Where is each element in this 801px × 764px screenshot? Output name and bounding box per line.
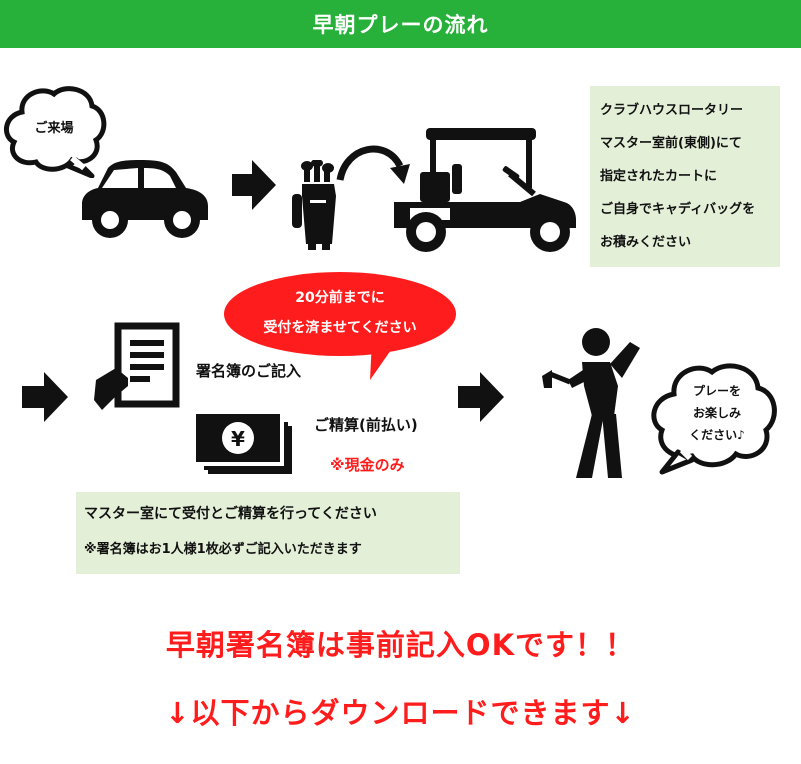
reception-instructions-line: マスター室にて受付とご精算を行ってください xyxy=(84,506,377,522)
document-form-icon xyxy=(94,322,180,410)
enjoy-bubble-line: プレーを xyxy=(692,384,741,398)
page-title: 早朝プレーの流れ xyxy=(0,0,801,48)
thought-bubble-icon xyxy=(4,86,107,178)
reception-instructions-line: ※署名簿はお1人様1枚必ずご記入いただきます xyxy=(84,542,362,557)
cart-instructions-line: 指定されたカートに xyxy=(600,169,718,184)
enjoy-bubble-text: プレーを お楽しみ ください♪ xyxy=(662,380,772,446)
download-notice[interactable]: ↓以下からダウンロードできます↓ xyxy=(165,696,636,730)
enjoy-bubble-line: ください♪ xyxy=(689,428,745,442)
golfer-icon xyxy=(542,328,640,478)
yen-icon: ¥ xyxy=(231,427,245,451)
cash-only-note: ※現金のみ xyxy=(330,456,405,474)
car-icon xyxy=(82,160,208,238)
register-label: 署名簿のご記入 xyxy=(196,362,302,380)
arrival-bubble-text: ご来場 xyxy=(34,121,74,136)
payment-label: ご精算(前払い) xyxy=(314,416,418,434)
golf-cart-icon xyxy=(394,128,576,252)
thought-bubble-icon xyxy=(651,363,777,475)
callout-bubble xyxy=(224,272,456,380)
golf-bag-icon xyxy=(292,160,336,250)
enjoy-bubble-line: お楽しみ xyxy=(692,406,741,420)
curved-arrow-icon xyxy=(336,145,410,184)
arrow-right-icon xyxy=(458,372,504,422)
arrow-right-icon xyxy=(232,160,276,210)
cart-instructions-line: お積みください xyxy=(600,235,692,250)
deadline-callout: 20分前までに 受付を済ませてください xyxy=(232,283,448,343)
reception-instructions-box: マスター室にて受付とご精算を行ってください ※署名簿はお1人様1枚必ずご記入いた… xyxy=(76,492,460,574)
cart-instructions-line: マスター室前(東側)にて xyxy=(600,136,742,151)
money-bills-icon xyxy=(196,414,292,474)
deadline-callout-line: 20分前までに xyxy=(295,290,385,306)
pre-fill-notice: 早朝署名簿は事前記入OKです！！ xyxy=(165,628,636,662)
deadline-callout-line: 受付を済ませてください xyxy=(263,320,417,336)
cart-instructions-box: クラブハウスロータリー マスター室前(東側)にて 指定されたカートに ご自身でキ… xyxy=(590,86,780,267)
cart-instructions-line: ご自身でキャディバッグを xyxy=(600,202,756,217)
cart-instructions-line: クラブハウスロータリー xyxy=(600,103,744,118)
arrow-right-icon xyxy=(22,372,68,422)
